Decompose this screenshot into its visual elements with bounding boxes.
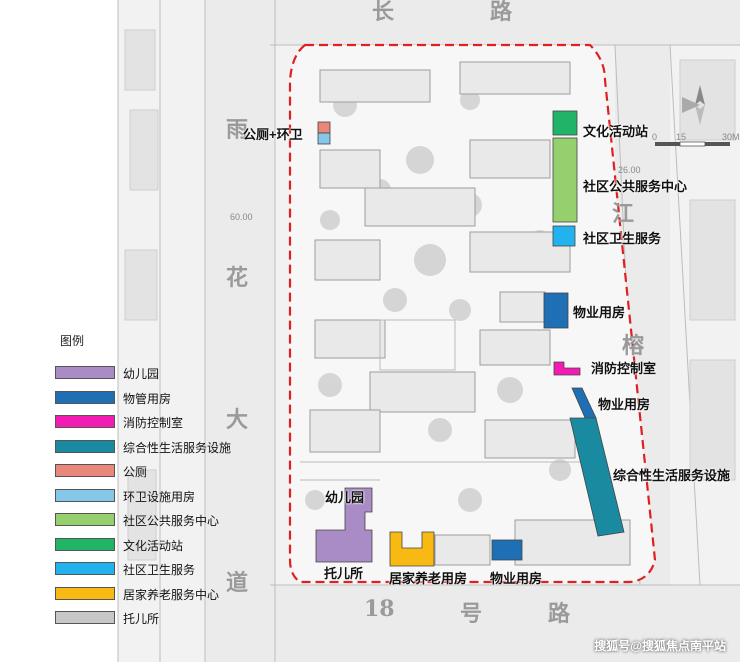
road-right-char-2: 榕	[622, 333, 645, 359]
elderly-care-shape	[389, 531, 435, 567]
legend-swatch	[55, 586, 115, 600]
community-center-shape	[552, 137, 578, 223]
toilet-callout: 公厕+环卫	[243, 127, 303, 142]
legend-swatch	[55, 611, 115, 624]
legend-swatch	[55, 415, 115, 428]
site-boundary	[288, 43, 657, 584]
legend-item: 公厕	[55, 462, 255, 482]
sanitation-shape	[317, 132, 331, 145]
legend-label: 公厕	[123, 465, 148, 479]
legend-item: 社区卫生服务	[55, 560, 255, 580]
elderly-care-callout: 居家养老用房	[389, 571, 468, 586]
scale-zero-label: 0	[652, 132, 658, 142]
culture-station-callout: 文化活动站	[583, 124, 649, 139]
legend-swatch	[55, 488, 115, 502]
road-top-char-2: 路	[490, 0, 513, 25]
road-bottom-char-1: 18	[364, 596, 395, 622]
legend-label: 托儿所	[123, 612, 160, 626]
legend-label: 综合性生活服务设施	[123, 440, 232, 455]
left-road-band	[205, 0, 275, 662]
right-road-width-label: 26.00	[618, 165, 641, 175]
road-bottom-char-3: 路	[548, 601, 571, 627]
legend-item: 综合性生活服务设施	[55, 438, 255, 458]
map-legend: 图例 幼儿园物管用房消防控制室综合性生活服务设施公厕环卫设施用房社区公共服务中心…	[55, 332, 245, 632]
scale-mid-label: 15	[676, 132, 687, 142]
left-road-width-label: 60.00	[230, 212, 253, 222]
property-room-callout-3: 物业用房	[490, 571, 543, 586]
road-left-char-4: 道	[226, 570, 249, 596]
culture-station-shape	[552, 110, 578, 136]
road-right-char-1: 江	[612, 201, 635, 227]
north-arrow-icon	[682, 85, 705, 125]
legend-item: 社区公共服务中心	[55, 511, 255, 531]
road-bottom-char-2: 号	[460, 601, 483, 627]
legend-item: 文化活动站	[55, 536, 255, 556]
property-room-callout-1: 物业用房	[573, 305, 626, 320]
legend-item: 托儿所	[55, 609, 255, 629]
scale-max-label: 30M	[722, 132, 740, 142]
legend-swatch	[55, 537, 115, 551]
legend-label: 物管用房	[123, 391, 172, 406]
legend-label: 幼儿园	[123, 367, 160, 381]
legend-item: 居家养老服务中心	[55, 585, 255, 605]
legend-item: 幼儿园	[55, 364, 255, 384]
road-left-char-2: 花	[226, 265, 249, 291]
legend-swatch	[55, 390, 115, 404]
toilet-shape	[317, 121, 331, 134]
bottom-road-band	[270, 585, 740, 662]
legend-title: 图例	[60, 334, 85, 348]
legend-label: 居家养老服务中心	[123, 587, 220, 602]
community-center-callout: 社区公共服务中心	[583, 179, 688, 194]
legend-label: 文化活动站	[123, 538, 184, 553]
watermark: 搜狐号@搜狐焦点南平站	[594, 639, 726, 653]
nursery-callout: 托儿所	[324, 566, 364, 581]
comprehensive-service-callout: 综合性生活服务设施	[613, 468, 731, 483]
legend-swatch	[55, 513, 115, 526]
comprehensive-service-shape	[569, 417, 625, 537]
road-left-char-1: 雨	[226, 117, 249, 143]
legend-item: 环卫设施用房	[55, 487, 255, 507]
legend-swatch	[55, 562, 115, 575]
health-service-callout: 社区卫生服务	[583, 231, 662, 246]
legend-label: 社区公共服务中心	[123, 514, 220, 528]
legend-swatch	[55, 366, 115, 379]
legend-item: 消防控制室	[55, 413, 255, 433]
property-room-shape-1	[543, 292, 569, 329]
health-service-shape	[552, 225, 576, 247]
legend-swatch	[55, 464, 115, 477]
road-left-char-3: 大	[226, 407, 249, 433]
road-top-char-1: 长	[372, 0, 395, 25]
property-room-callout-2: 物业用房	[598, 397, 651, 412]
legend-swatch	[55, 439, 115, 453]
kindergarten-callout: 幼儿园	[325, 490, 365, 505]
kindergarten-shape	[315, 487, 373, 563]
legend-item: 物管用房	[55, 389, 255, 409]
legend-label: 消防控制室	[123, 416, 184, 430]
property-room-shape-3	[491, 539, 523, 561]
legend-label: 社区卫生服务	[123, 563, 196, 577]
fire-control-callout: 消防控制室	[591, 361, 657, 376]
fire-control-shape	[553, 361, 581, 376]
scale-bar	[655, 141, 730, 147]
legend-label: 环卫设施用房	[123, 489, 196, 504]
top-road-band	[270, 0, 740, 45]
